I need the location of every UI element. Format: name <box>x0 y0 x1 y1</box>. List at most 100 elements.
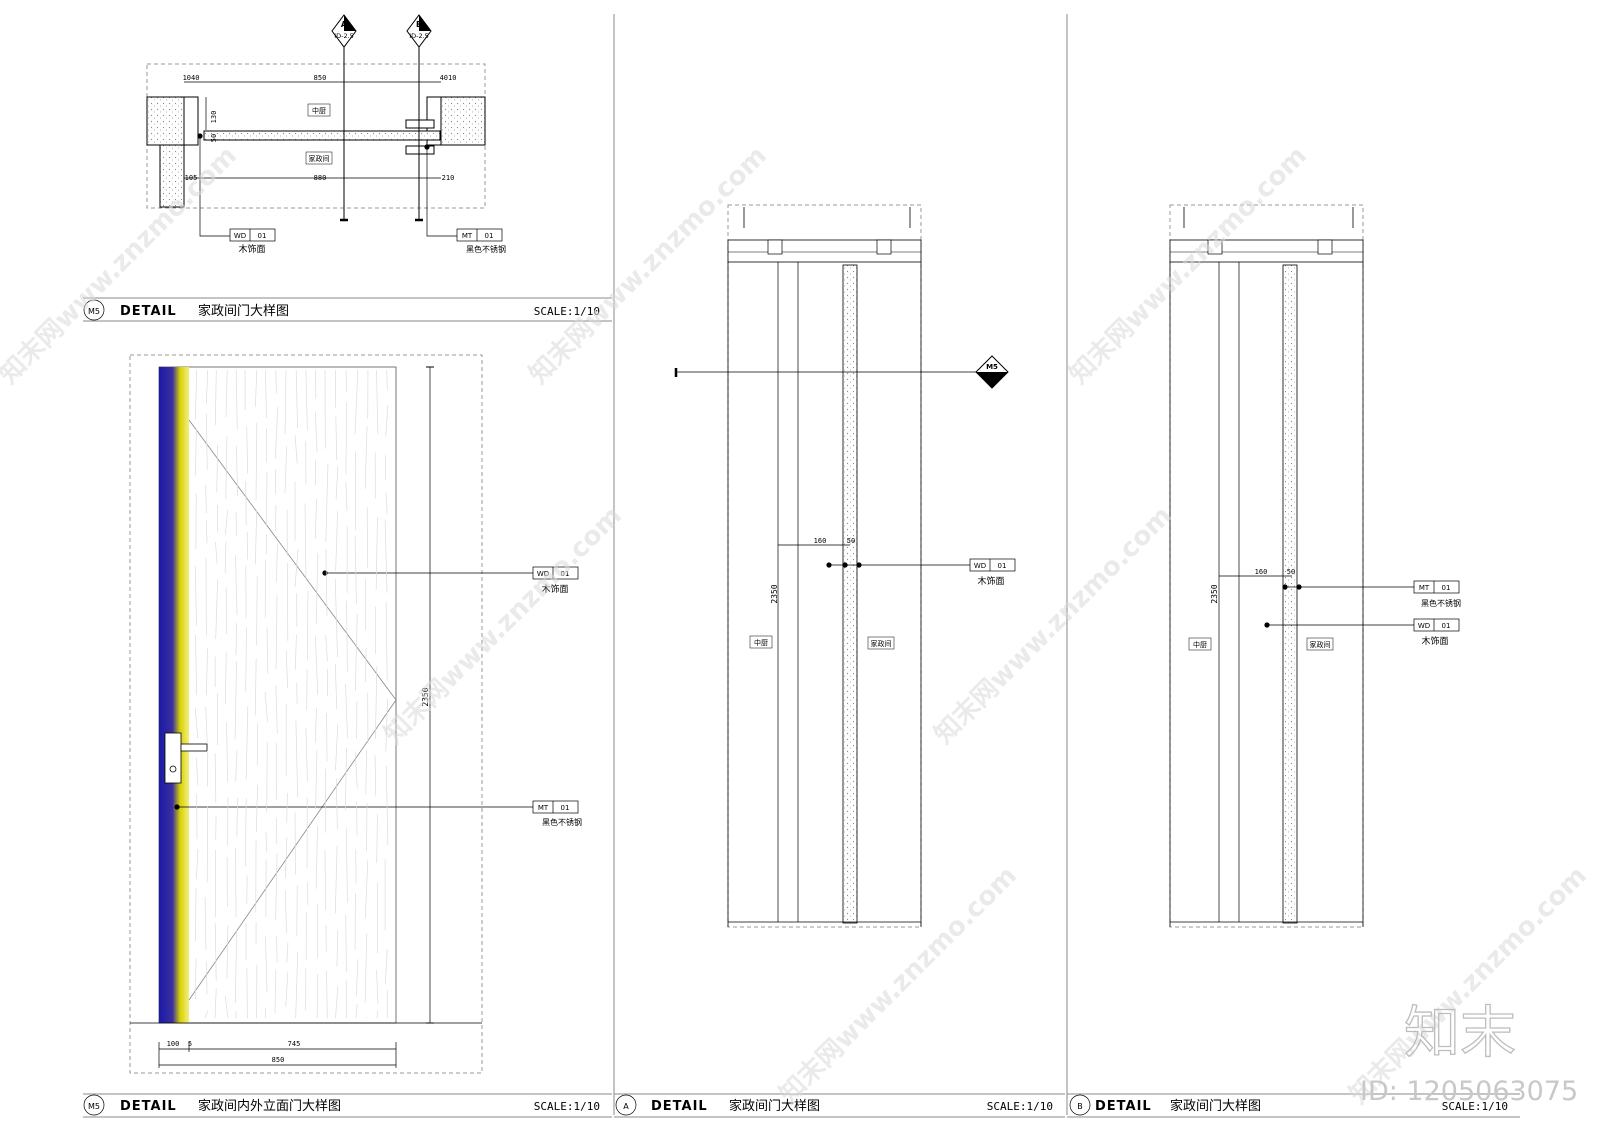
wood-grain-line <box>364 859 369 919</box>
wood-grain-line <box>294 634 297 670</box>
wood-grain-line <box>366 507 369 569</box>
wood-grain-line <box>194 707 199 739</box>
detail-tag: M5 <box>88 1102 100 1111</box>
wood-grain-line <box>307 882 309 905</box>
wood-grain-line <box>346 600 348 673</box>
wood-grain-line <box>284 890 287 934</box>
wood-grain-line <box>214 369 217 426</box>
wood-grain-line <box>375 517 378 590</box>
height-dim: 2350 <box>421 687 430 706</box>
wood-grain-line <box>375 666 378 739</box>
wood-grain-line <box>354 751 358 789</box>
wood-grain-line <box>195 758 199 786</box>
material-num: 01 <box>561 570 570 578</box>
dim-label: 130 <box>210 111 218 124</box>
material-num: 01 <box>258 232 267 240</box>
drawing-scale: SCALE:1/10 <box>534 1100 600 1113</box>
wood-grain-line <box>224 510 228 535</box>
watermark-text: 知末网www.znzmo.com <box>0 141 243 390</box>
wood-grain-texture <box>194 369 389 1019</box>
wood-grain-line <box>234 929 238 1004</box>
wood-grain-line <box>194 958 197 1000</box>
wood-grain-line <box>295 952 299 1019</box>
dim-label: 1040 <box>183 74 200 82</box>
panel-dividers <box>613 14 1068 1115</box>
wood-grain-line <box>334 578 338 658</box>
room-label: 家政间 <box>1310 640 1331 649</box>
wood-grain-line <box>225 436 228 500</box>
wood-grain-line <box>205 520 208 544</box>
watermark-id: ID: 1205063075 <box>1360 1076 1578 1107</box>
detail-word: DETAIL <box>651 1099 708 1114</box>
wood-grain-line <box>385 405 389 437</box>
wood-grain-line <box>245 706 249 780</box>
wood-grain-line <box>305 369 308 431</box>
wood-grain-line <box>266 741 268 813</box>
section-a-ref: ID-2.5 <box>334 32 354 40</box>
wood-grain-line <box>204 897 207 951</box>
height-dim: 2350 <box>1210 584 1219 603</box>
wood-grain-line <box>324 850 326 911</box>
wood-grain-line <box>325 463 329 543</box>
wood-grain-line <box>385 492 388 514</box>
wood-grain-line <box>266 627 269 674</box>
wood-grain-line <box>205 961 208 995</box>
room-label: 家政间 <box>309 154 330 163</box>
watermark-text: 知末网www.znzmo.com <box>1344 861 1593 1110</box>
wood-grain-line <box>315 825 318 889</box>
detail-word: DETAIL <box>120 1099 177 1114</box>
wood-grain-line <box>225 652 227 705</box>
wood-grain-line <box>336 929 339 967</box>
wood-grain-line <box>295 720 298 798</box>
wood-grain-line <box>205 413 208 470</box>
wood-grain-line <box>345 402 348 474</box>
wood-grain-line <box>226 925 229 979</box>
dim-label: 50 <box>1287 568 1295 576</box>
top-plan-drawing <box>83 14 612 322</box>
section-b-drawing <box>1067 204 1520 1118</box>
wood-grain-line <box>345 369 348 392</box>
room-label: 家政间 <box>871 639 892 648</box>
material-code: WD <box>234 232 246 240</box>
wood-grain-line <box>364 933 368 1004</box>
wood-grain-line <box>276 543 278 583</box>
drawing-title: 家政间门大样图 <box>1170 1098 1261 1114</box>
detail-word: DETAIL <box>1095 1099 1152 1114</box>
material-code: WD <box>974 562 986 570</box>
detail-tag: B <box>1077 1102 1083 1111</box>
wood-grain-line <box>195 849 199 880</box>
material-desc: 黑色不锈钢 <box>466 244 506 254</box>
wood-grain-line <box>376 1009 379 1019</box>
wood-grain-line <box>285 972 289 1007</box>
wood-grain-line <box>195 888 197 942</box>
dim-label: 160 <box>814 537 827 545</box>
wood-grain-line <box>315 553 319 624</box>
wood-grain-line <box>274 406 279 459</box>
wood-grain-line <box>204 1010 209 1019</box>
material-code: WD <box>1418 622 1430 630</box>
wood-grain-line <box>195 634 198 696</box>
wood-grain-line <box>214 923 217 981</box>
callout-sheet: ID-2.5 <box>983 373 1001 380</box>
wood-grain-line <box>326 970 328 1019</box>
wood-grain-line <box>355 959 359 996</box>
wood-grain-line <box>284 369 287 434</box>
wood-grain-line <box>334 845 338 914</box>
detail-tag: A <box>623 1102 629 1111</box>
wood-grain-line <box>265 831 268 853</box>
wood-grain-line <box>205 706 208 743</box>
wood-grain-line <box>256 575 258 646</box>
section-a-text: M5 ID-2.5 2350 160 50 中厨 家政间 WD 01 木饰面 A… <box>623 363 1053 1114</box>
wood-grain-line <box>334 664 338 710</box>
wood-grain-line <box>255 422 258 501</box>
drawing-scale: SCALE:1/10 <box>534 305 600 318</box>
material-num: 01 <box>1442 622 1451 630</box>
wood-grain-line <box>246 426 249 474</box>
wood-grain-line <box>304 503 307 581</box>
wood-grain-line <box>376 369 379 435</box>
wood-grain-line <box>275 369 277 394</box>
drawing-title: 家政间门大样图 <box>198 303 289 319</box>
wood-grain-line <box>235 623 237 656</box>
material-code: MT <box>462 232 473 240</box>
dim-label: 850 <box>272 1056 285 1064</box>
